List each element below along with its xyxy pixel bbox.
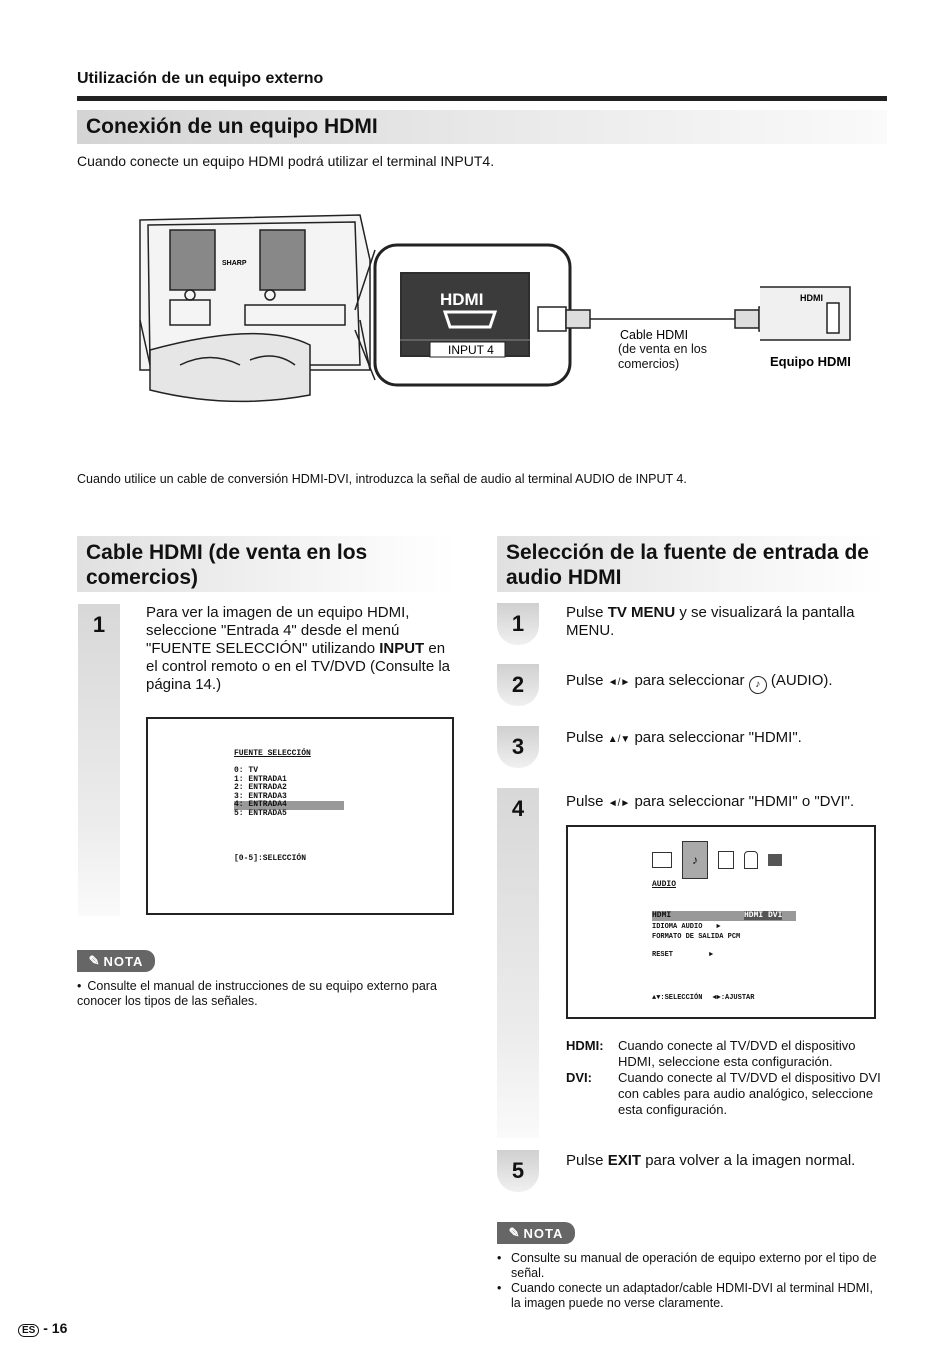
step-number: 1 [497, 603, 539, 645]
cable-title-line2: comercios) [86, 566, 199, 589]
audio-title-line2: audio HDMI [506, 566, 622, 589]
audio-step1-text: Pulse TV MENU y se visualizará la pantal… [566, 604, 855, 639]
dvi-note: Cuando utilice un cable de conversión HD… [77, 472, 687, 486]
connection-diagram: SHARP HDMI INPUT 4 HDMI Cable HDMI (de v… [139, 214, 851, 403]
source-list: 0: TV 1: ENTRADA1 2: ENTRADA2 3: ENTRADA… [234, 766, 344, 818]
page-number: ES - 16 [18, 1320, 67, 1337]
cable-sub-label: (de venta en los comercios) [618, 342, 707, 371]
header-rule [77, 96, 887, 101]
audio-language-row[interactable]: IDIOMA AUDIO► [652, 923, 721, 931]
step-number: 4 [511, 796, 525, 821]
nota-badge: ✎NOTA [77, 950, 155, 972]
hdmi-dvi-selector[interactable]: HDMI DVI [744, 911, 783, 920]
source-item[interactable]: 2: ENTRADA2 [234, 783, 287, 792]
step-strip-left [78, 604, 120, 916]
pencil-icon: ✎ [88, 953, 101, 968]
audio-step3-text: Pulse ▲/▼ para seleccionar "HDMI". [566, 729, 802, 746]
port-label: INPUT 4 [448, 343, 494, 357]
hdmi-device [760, 286, 851, 341]
nota-bullet: •Consulte su manual de operación de equi… [497, 1251, 877, 1280]
def-dvi: DVI: Cuando conecte al TV/DVD el disposi… [566, 1070, 881, 1117]
step-number: 2 [497, 664, 539, 706]
audio-section-title: Selección de la fuente de entrada de aud… [506, 540, 869, 590]
audio-title-line1: Selección de la fuente de entrada de [506, 541, 869, 564]
audio-hdmi-row[interactable]: HDMI HDMI DVI [652, 911, 796, 921]
cable-step1-text: Para ver la imagen de un equipo HDMI, se… [146, 604, 451, 693]
screen-footer: [0-5]:SELECCIÓN [234, 854, 307, 863]
step-strip-right [497, 788, 539, 1138]
step-number: 3 [497, 726, 539, 768]
left-right-arrows-icon: ◄/► [607, 798, 631, 809]
audio-screen-footer: ▲▼:SELECCIÓN◄►:AJUSTAR [652, 994, 755, 1002]
cable-section-title: Cable HDMI (de venta en los comercios) [86, 540, 367, 590]
source-item-selected[interactable]: 4: ENTRADA4 [234, 800, 344, 810]
left-right-arrows-icon: ◄/► [607, 677, 631, 688]
nota-bullet: •Cuando conecte un adaptador/cable HDMI-… [497, 1281, 873, 1310]
audio-menu-screen: ♪ AUDIO HDMI HDMI DVI IDIOMA AUDIO► FORM… [566, 825, 876, 1019]
lock-icon[interactable] [744, 851, 758, 869]
reset-row[interactable]: RESET► [652, 951, 714, 959]
pencil-icon: ✎ [508, 1225, 521, 1240]
definition-list: HDMI: Cuando conecte al TV/DVD el dispos… [566, 1038, 886, 1118]
cable-title-line1: Cable HDMI (de venta en los [86, 541, 368, 564]
audio-step4-text: Pulse ◄/► para seleccionar "HDMI" o "DVI… [566, 793, 855, 810]
source-select-screen: FUENTE SELECCIÓN 0: TV 1: ENTRADA1 2: EN… [146, 717, 454, 915]
audio-step2-text: Pulse ◄/► para seleccionar ♪ (AUDIO). [566, 672, 886, 694]
tv-back-illustration [139, 214, 371, 403]
audio-icon: ♪ [748, 676, 767, 694]
screen-title: FUENTE SELECCIÓN [234, 749, 311, 758]
def-hdmi: HDMI: Cuando conecte al TV/DVD el dispos… [566, 1038, 856, 1069]
language-badge: ES [18, 1324, 40, 1337]
tools-icon[interactable] [768, 854, 782, 866]
hdmi-connection-title: Conexión de un equipo HDMI [86, 115, 378, 138]
audio-step5-text: Pulse EXIT para volver a la imagen norma… [566, 1152, 856, 1169]
source-item[interactable]: 3: ENTRADA3 [234, 791, 287, 801]
cable-title-band [77, 536, 457, 592]
audio-tab-icon[interactable]: ♪ [682, 841, 708, 879]
source-item[interactable]: 1: ENTRADA1 [234, 774, 287, 784]
menu-icon-row: ♪ [652, 841, 782, 879]
output-format-row[interactable]: FORMATO DE SALIDA PCM [652, 933, 741, 941]
section-header: Utilización de un equipo externo [77, 70, 324, 87]
step-number: 1 [92, 612, 106, 637]
nota-badge: ✎NOTA [497, 1222, 575, 1244]
device-logo: HDMI [800, 293, 823, 303]
up-down-arrows-icon: ▲/▼ [607, 734, 631, 745]
picture-icon[interactable] [652, 852, 672, 868]
title-band [77, 110, 887, 144]
brand-text: SHARP [222, 260, 247, 267]
nota-bullet: •Consulte el manual de instrucciones de … [77, 979, 437, 1008]
nota-bullets: •Consulte su manual de operación de equi… [497, 1251, 887, 1311]
audio-tab-label: AUDIO [652, 880, 677, 889]
setup-icon[interactable] [718, 851, 734, 869]
port-logo: HDMI [440, 290, 483, 309]
source-item[interactable]: 5: ENTRADA5 [234, 808, 287, 818]
step-number: 5 [497, 1150, 539, 1192]
audio-title-band [497, 536, 887, 592]
cable-label: Cable HDMI [620, 328, 688, 342]
source-item[interactable]: 0: TV [234, 766, 259, 775]
device-label: Equipo HDMI [770, 354, 851, 369]
hdmi-intro: Cuando conecte un equipo HDMI podrá util… [77, 153, 495, 169]
